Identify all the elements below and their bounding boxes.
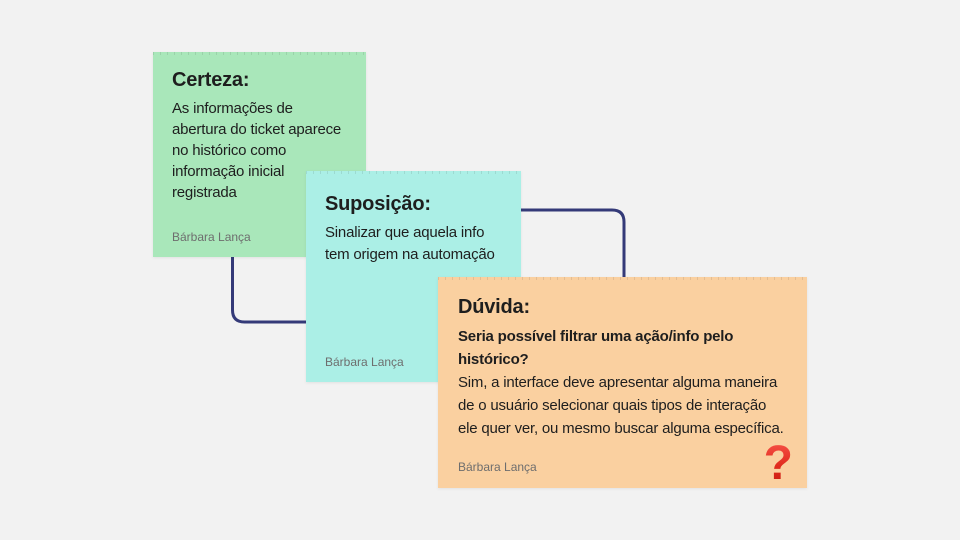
note-body: As informações de abertura do ticket apa… bbox=[172, 100, 342, 201]
note-title: Dúvida: bbox=[458, 296, 530, 318]
note-question: Seria possível filtrar uma ação/info pel… bbox=[458, 328, 734, 368]
connector-suposicao-to-duvida[interactable] bbox=[521, 208, 626, 277]
question-mark-icon: ? bbox=[763, 437, 793, 488]
note-title: Certeza: bbox=[172, 69, 250, 91]
sticky-note-duvida[interactable]: Dúvida: Seria possível filtrar uma ação/… bbox=[438, 277, 807, 488]
note-author: Bárbara Lança bbox=[172, 230, 251, 244]
note-answer: Sim, a interface deve apresentar alguma … bbox=[458, 374, 784, 437]
note-author: Bárbara Lança bbox=[325, 355, 404, 369]
connector-certeza-to-suposicao[interactable] bbox=[231, 257, 307, 324]
sticky-note-certeza[interactable]: Certeza: As informações de abertura do t… bbox=[153, 52, 366, 257]
note-title: Suposição: bbox=[325, 193, 431, 215]
note-author: Bárbara Lança bbox=[458, 460, 537, 474]
note-body: Sinalizar que aquela info tem origem na … bbox=[325, 224, 495, 263]
